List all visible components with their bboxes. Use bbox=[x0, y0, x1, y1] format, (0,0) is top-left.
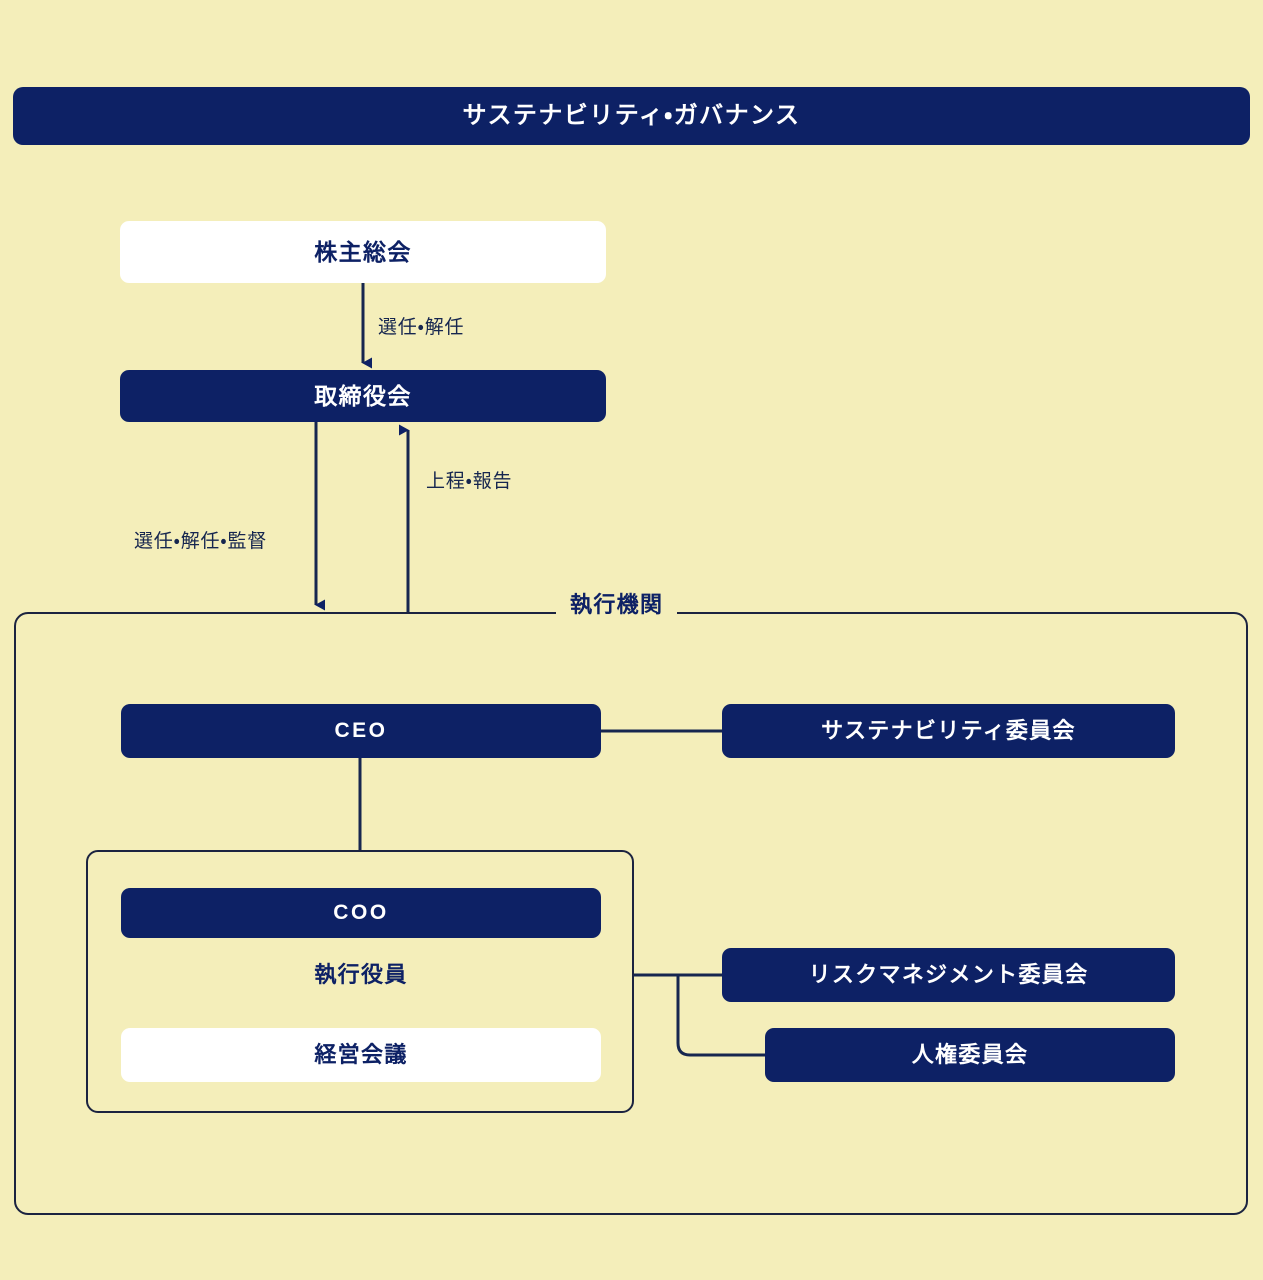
group-executive-officers bbox=[86, 850, 634, 1113]
node-management-meeting: 経営会議 bbox=[121, 1028, 601, 1082]
edge-label-submit-report: 上程・報告 bbox=[426, 471, 513, 492]
node-executive-officers: 執行役員 bbox=[314, 962, 408, 988]
node-shareholders-meeting: 株主総会 bbox=[120, 221, 606, 283]
diagram-title-banner: サステナビリティ・ガバナンス bbox=[13, 87, 1250, 145]
node-ceo: CEO bbox=[121, 704, 601, 758]
edge-label-appoint-dismiss: 選任・解任 bbox=[378, 317, 465, 338]
node-human-rights-committee: 人権委員会 bbox=[765, 1028, 1175, 1082]
node-risk-management-committee: リスクマネジメント委員会 bbox=[722, 948, 1175, 1002]
edge-label-appoint-dismiss-supervise: 選任・解任・監督 bbox=[134, 531, 268, 552]
group-executive-organ-label: 執行機関 bbox=[556, 588, 678, 618]
node-sustainability-committee: サステナビリティ委員会 bbox=[722, 704, 1175, 758]
node-coo: COO bbox=[121, 888, 601, 938]
node-board-of-directors: 取締役会 bbox=[120, 370, 606, 422]
